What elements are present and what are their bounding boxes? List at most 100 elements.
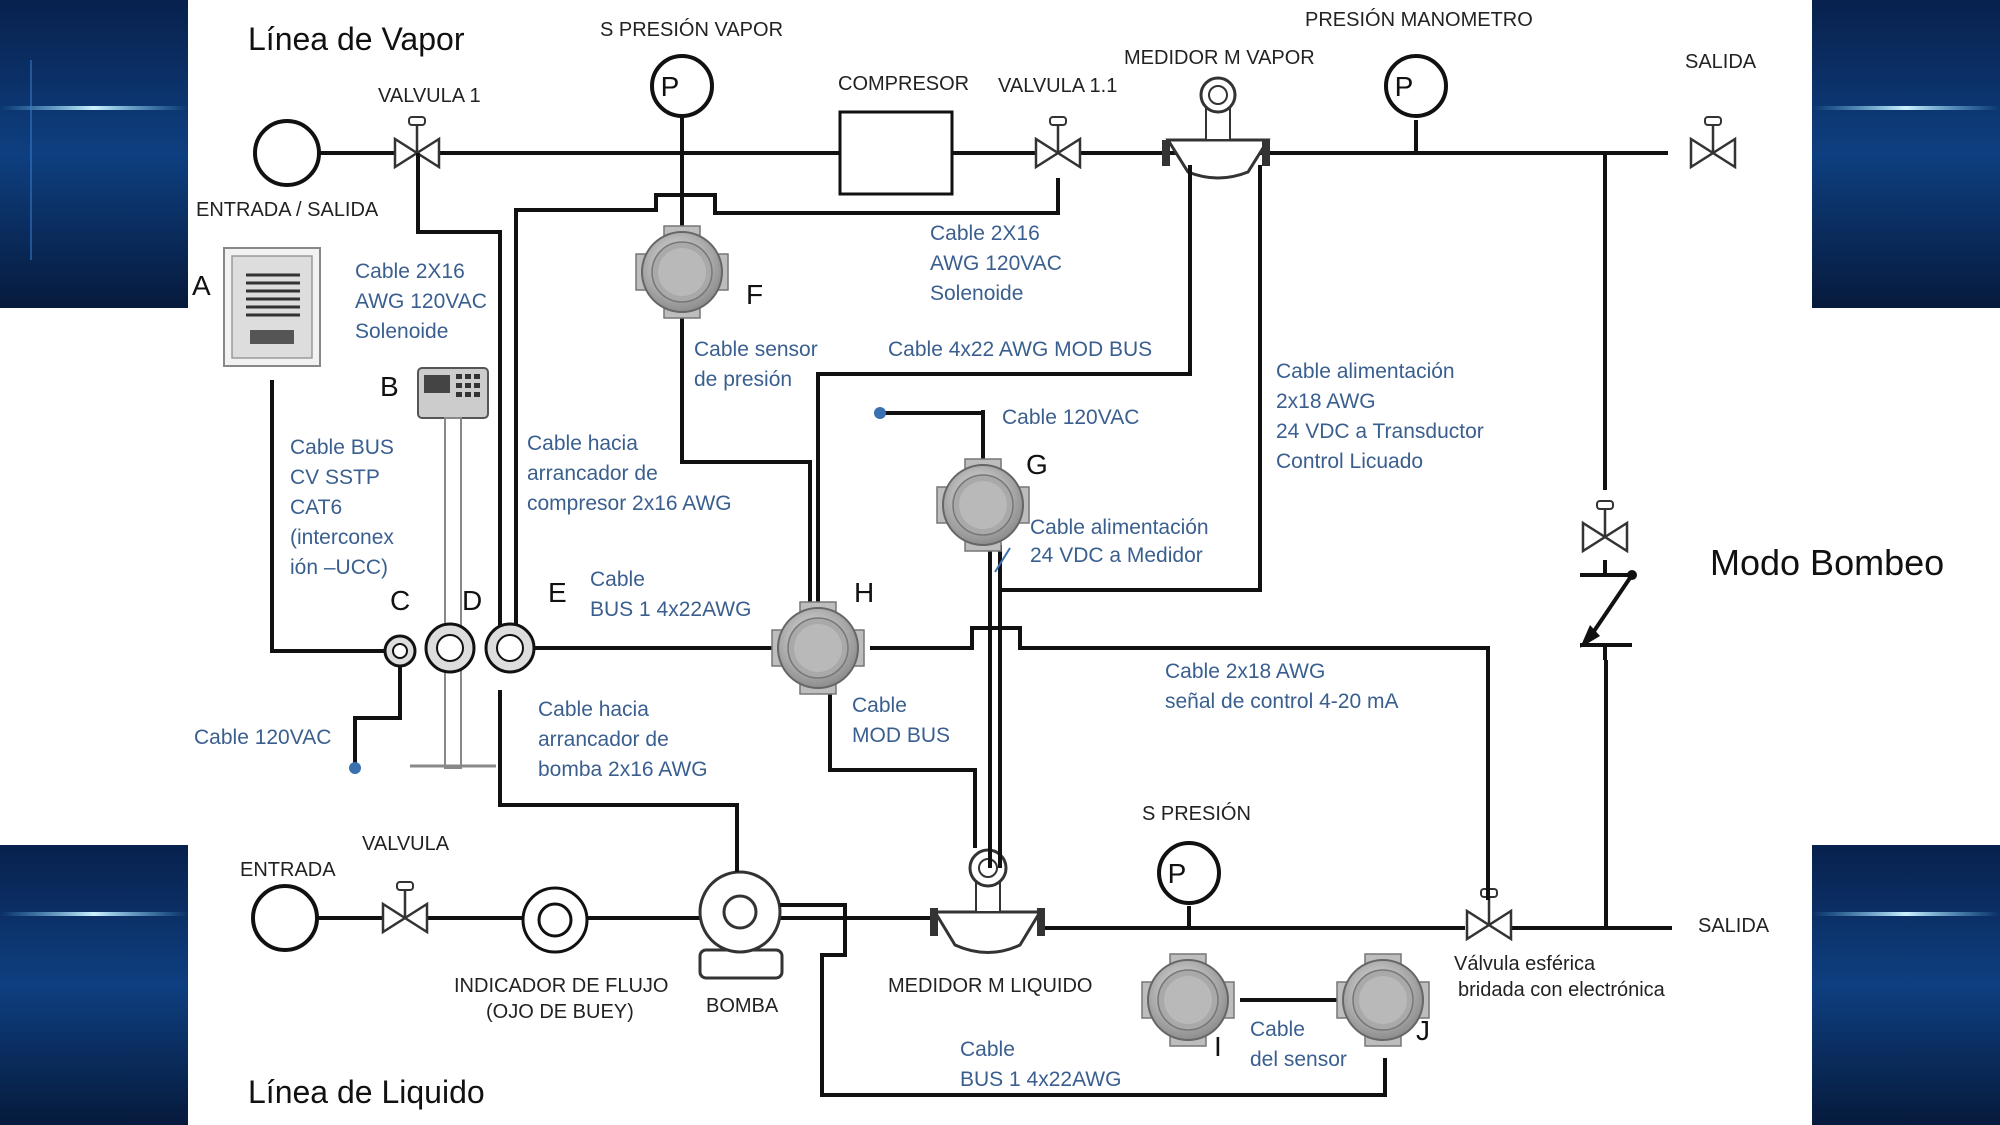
vapor-inout-label: ENTRADA / SALIDA — [196, 199, 379, 221]
svg-text:24 VDC a Transductor: 24 VDC a Transductor — [1276, 420, 1484, 443]
cable-label-solenoid-b: Cable 2X16 AWG 120VAC Solenoide — [930, 222, 1062, 305]
cable-label-modbus-h: Cable MOD BUS — [852, 694, 950, 747]
junction-box-e — [484, 622, 536, 674]
svg-text:BUS 1 4x22AWG: BUS 1 4x22AWG — [590, 598, 751, 621]
gauge-p-manometer: P — [1395, 71, 1414, 102]
compressor-box — [838, 110, 954, 196]
decorative-panel-bottom-left — [0, 845, 188, 1125]
gauge-p-vapor: P — [661, 71, 680, 102]
liquid-valve-label: VALVULA — [362, 833, 450, 855]
compressor-label: COMPRESOR — [838, 73, 969, 95]
svg-text:(interconex: (interconex — [290, 526, 394, 549]
svg-text:CAT6: CAT6 — [290, 496, 342, 519]
svg-text:AWG 120VAC: AWG 120VAC — [355, 290, 487, 313]
liquid-inlet-port — [251, 884, 319, 952]
manometer-label: PRESIÓN MANOMETRO — [1305, 8, 1533, 31]
svg-text:Cable BUS: Cable BUS — [290, 436, 394, 459]
cable-label-power-transducer: Cable alimentación 2x18 AWG 24 VDC a Tra… — [1276, 360, 1484, 473]
cable-label-bus1-top: Cable BUS 1 4x22AWG — [590, 568, 751, 621]
gauge-p-liquid: P — [1168, 858, 1187, 889]
liquid-valve-icon — [381, 880, 429, 934]
svg-text:24 VDC a Medidor: 24 VDC a Medidor — [1030, 544, 1203, 567]
control-panel-a — [223, 247, 321, 367]
junction-box-c — [383, 634, 417, 668]
svg-text:CV SSTP: CV SSTP — [290, 466, 380, 489]
vapor-outlet-label: SALIDA — [1685, 51, 1757, 73]
pump-icon — [698, 870, 784, 980]
letter-e: E — [548, 577, 567, 608]
cable-label-120vac-left: Cable 120VAC — [194, 726, 331, 749]
cable-label-sensor-ij: Cable del sensor — [1250, 1018, 1347, 1071]
letter-h: H — [854, 577, 874, 608]
svg-text:bomba 2x16 AWG: bomba 2x16 AWG — [538, 758, 708, 781]
letter-g: G — [1026, 449, 1048, 480]
cable-label-120vac-top: Cable 120VAC — [1002, 406, 1139, 429]
svg-text:Cable: Cable — [960, 1038, 1015, 1061]
svg-text:Cable alimentación: Cable alimentación — [1030, 516, 1209, 539]
svg-text:ión –UCC): ión –UCC) — [290, 556, 388, 579]
cable-label-bus-cv: Cable BUS CV SSTP CAT6 (interconex ión –… — [290, 436, 394, 579]
svg-text:Solenoide: Solenoide — [930, 282, 1023, 305]
svg-text:Cable sensor: Cable sensor — [694, 338, 818, 361]
svg-text:Cable: Cable — [1250, 1018, 1305, 1041]
vapor-outlet-valve-icon — [1689, 115, 1737, 169]
hmi-panel-b — [410, 367, 496, 769]
valve-1-label: VALVULA 1 — [378, 85, 481, 107]
svg-text:Solenoide: Solenoide — [355, 320, 448, 343]
vapor-pressure-label: S PRESIÓN VAPOR — [600, 18, 783, 41]
power-meter-pointer — [994, 547, 1011, 573]
cable-network — [270, 118, 1490, 1097]
svg-text:señal de control 4-20 mA: señal de control 4-20 mA — [1165, 690, 1398, 713]
svg-text:Cable hacia: Cable hacia — [527, 432, 638, 455]
svg-text:Cable 2X16: Cable 2X16 — [930, 222, 1040, 245]
cable-label-solenoid-a: Cable 2X16 AWG 120VAC Solenoide — [355, 260, 487, 343]
svg-text:del sensor: del sensor — [1250, 1048, 1347, 1071]
svg-text:BUS 1 4x22AWG: BUS 1 4x22AWG — [960, 1068, 1121, 1091]
valve-1-1-label: VALVULA 1.1 — [998, 75, 1117, 97]
liquid-line-title: Línea de Liquido — [248, 1074, 485, 1110]
cable-label-pressure-sensor: Cable sensor de presión — [694, 338, 818, 391]
decorative-panel-bottom-right — [1812, 845, 2000, 1125]
letter-b: B — [380, 371, 399, 402]
valve-1-1-icon — [1034, 115, 1082, 169]
mode-label: Modo Bombeo — [1710, 542, 1944, 583]
letter-a: A — [192, 270, 211, 301]
decorative-panel-top-left — [0, 0, 188, 308]
svg-text:AWG 120VAC: AWG 120VAC — [930, 252, 1062, 275]
bypass-valve-icon — [1581, 499, 1629, 553]
svg-text:Cable: Cable — [852, 694, 907, 717]
cable-label-modbus: Cable 4x22 AWG MOD BUS — [888, 338, 1152, 361]
svg-text:Cable: Cable — [590, 568, 645, 591]
svg-text:Cable 2X16: Cable 2X16 — [355, 260, 465, 283]
cable-label-pump-starter: Cable hacia arrancador de bomba 2x16 AWG — [538, 698, 708, 781]
svg-text:de presión: de presión — [694, 368, 792, 391]
cable-label-bus1-bottom: Cable BUS 1 4x22AWG — [960, 1038, 1121, 1091]
flow-indicator-icon — [521, 886, 589, 954]
svg-text:arrancador de: arrancador de — [538, 728, 669, 751]
letter-j: J — [1416, 1015, 1430, 1046]
junction-box-d — [424, 622, 476, 674]
letter-f: F — [746, 279, 763, 310]
svg-text:Cable hacia: Cable hacia — [538, 698, 649, 721]
junction-box-h — [771, 601, 865, 695]
letter-i: I — [1214, 1031, 1222, 1062]
cable-label-power-meter: Cable alimentación 24 VDC a Medidor — [1030, 516, 1209, 567]
check-valve-icon — [1580, 560, 1637, 660]
svg-text:Cable 2x18 AWG: Cable 2x18 AWG — [1165, 660, 1325, 683]
cable-label-compressor-starter: Cable hacia arrancador de compresor 2x16… — [527, 432, 732, 515]
liquid-pressure-label: S PRESIÓN — [1142, 802, 1251, 825]
vapor-line-title: Línea de Vapor — [248, 21, 465, 57]
liquid-pipe — [318, 660, 1672, 930]
liquid-outlet-label: SALIDA — [1698, 915, 1770, 937]
pump-label: BOMBA — [706, 995, 779, 1017]
liquid-inlet-label: ENTRADA — [240, 859, 336, 881]
vapor-meter-icon — [1162, 76, 1271, 180]
flow-indicator-label: INDICADOR DE FLUJO — [454, 975, 668, 997]
vapor-meter-label: MEDIDOR M VAPOR — [1124, 47, 1315, 69]
flow-indicator-sublabel: (OJO DE BUEY) — [486, 1001, 634, 1023]
decorative-panel-top-right — [1812, 0, 2000, 308]
letter-c: C — [390, 585, 410, 616]
ball-valve-sublabel: bridada con electrónica — [1458, 979, 1666, 1001]
svg-text:Control Licuado: Control Licuado — [1276, 450, 1423, 473]
